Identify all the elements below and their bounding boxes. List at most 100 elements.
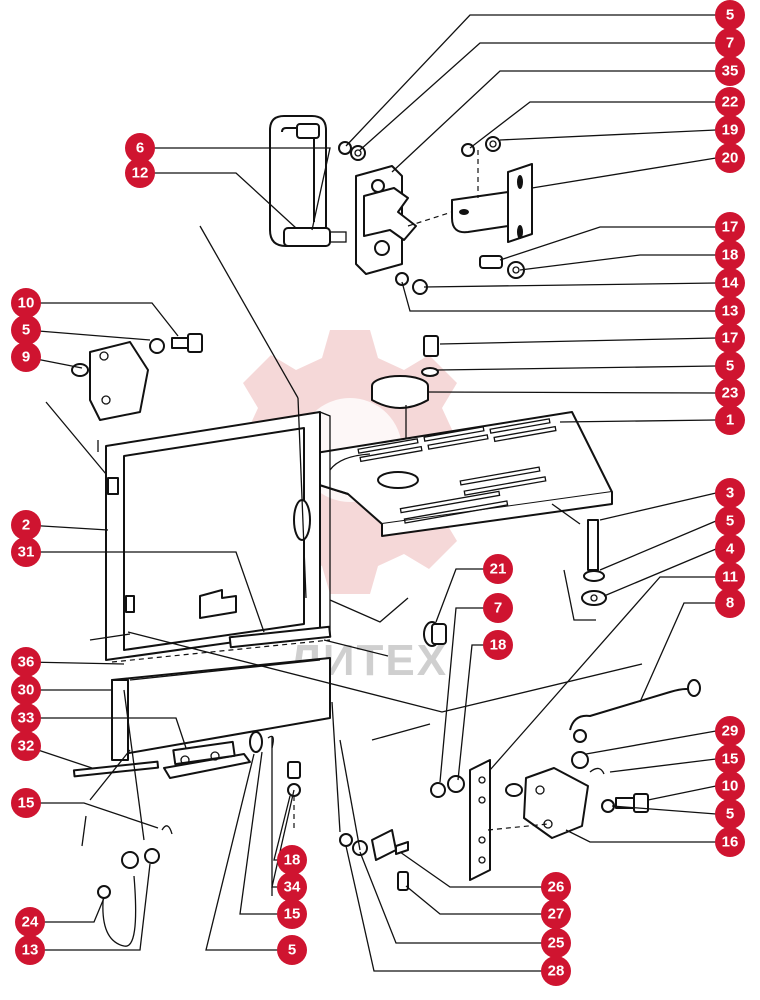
callout-label: 28 — [548, 963, 565, 980]
bracket — [71, 341, 149, 421]
callout: 5 — [715, 351, 745, 381]
callout: 9 — [11, 342, 41, 372]
plug — [423, 621, 447, 647]
callout: 1 — [715, 405, 745, 435]
callout-label: 5 — [726, 7, 734, 24]
construction-lines — [45, 225, 643, 896]
callout: 18 — [483, 630, 513, 660]
callout: 8 — [715, 588, 745, 618]
callout: 7 — [715, 28, 745, 58]
callout: 34 — [277, 872, 307, 902]
callout-label: 36 — [18, 654, 35, 671]
callout-label: 5 — [22, 322, 30, 339]
callout: 25 — [541, 928, 571, 958]
callout-label: 16 — [722, 834, 739, 851]
callout-label: 3 — [726, 485, 734, 502]
callout: 2 — [11, 510, 41, 540]
latch — [355, 165, 453, 275]
callout-label: 32 — [18, 738, 35, 755]
callout: 12 — [125, 158, 155, 188]
callout-label: 17 — [722, 219, 739, 236]
callout-label: 12 — [132, 165, 149, 182]
door-frame — [105, 411, 332, 661]
callout: 5 — [715, 506, 745, 536]
callout-label: 13 — [722, 303, 739, 320]
callout: 3 — [715, 478, 745, 508]
callout-label: 4 — [726, 541, 735, 558]
callout-label: 14 — [722, 275, 739, 292]
callout: 13 — [715, 296, 745, 326]
top-fasteners — [338, 136, 525, 295]
callout-label: 10 — [722, 778, 739, 795]
callout-label: 15 — [284, 906, 301, 923]
callout-label: 27 — [548, 906, 565, 923]
callout-label: 26 — [548, 879, 565, 896]
callout: 5 — [715, 0, 745, 30]
callout-label: 23 — [722, 385, 739, 402]
callout: 15 — [715, 744, 745, 774]
callout: 7 — [483, 593, 513, 623]
clamp-assembly — [339, 829, 409, 891]
callout-label: 22 — [722, 94, 739, 111]
callout-label: 9 — [22, 349, 30, 366]
callout-label: 35 — [722, 63, 739, 80]
callout: 22 — [715, 87, 745, 117]
callout: 31 — [11, 537, 41, 567]
callout: 26 — [541, 872, 571, 902]
callout: 15 — [11, 788, 41, 818]
callout-label: 5 — [726, 358, 734, 375]
callout-label: 24 — [22, 914, 39, 931]
callout-label: 30 — [18, 682, 35, 699]
knob — [371, 335, 439, 470]
callout-label: 31 — [18, 544, 35, 561]
callout: 20 — [715, 143, 745, 173]
callout-label: 1 — [726, 412, 734, 429]
callout: 30 — [11, 675, 41, 705]
callout: 4 — [715, 534, 745, 564]
callout: 21 — [483, 554, 513, 584]
callout-label: 18 — [722, 247, 739, 264]
callout: 32 — [11, 731, 41, 761]
callout: 19 — [715, 115, 745, 145]
hinge-strip — [430, 759, 491, 881]
callout-label: 20 — [722, 150, 739, 167]
callout: 36 — [11, 647, 41, 677]
callout: 13 — [15, 935, 45, 965]
callout: 35 — [715, 56, 745, 86]
hinge-rod — [569, 679, 701, 769]
callout: 5 — [277, 935, 307, 965]
grille-slots — [357, 418, 557, 524]
callout: 18 — [715, 240, 745, 270]
stud-and-nut — [581, 519, 607, 606]
callout: 27 — [541, 899, 571, 929]
callout: 18 — [277, 845, 307, 875]
callout-label: 2 — [22, 517, 30, 534]
callout-label: 7 — [726, 35, 734, 52]
callout-label: 19 — [722, 122, 739, 139]
callout: 33 — [11, 703, 41, 733]
callout-label: 15 — [722, 751, 739, 768]
callout: 28 — [541, 956, 571, 986]
grille-plate — [271, 411, 613, 537]
lower-door-panel — [111, 639, 331, 779]
pins-and-washers-center — [161, 731, 301, 835]
callout-label: 5 — [726, 513, 734, 530]
handle — [269, 115, 347, 247]
callout: 5 — [715, 799, 745, 829]
callout: 24 — [15, 907, 45, 937]
callout-label: 13 — [22, 942, 39, 959]
callout-label: 5 — [288, 942, 296, 959]
bolt-and-washer-left — [149, 333, 203, 354]
callout-label: 7 — [494, 600, 502, 617]
callout: 15 — [277, 899, 307, 929]
bolt-and-washer-right — [589, 767, 649, 813]
callout-label: 18 — [490, 637, 507, 654]
callout-label: 5 — [726, 806, 734, 823]
callout: 10 — [715, 771, 745, 801]
callout-label: 6 — [136, 140, 144, 157]
callout: 11 — [715, 562, 745, 592]
callout: 16 — [715, 827, 745, 857]
callout: 17 — [715, 323, 745, 353]
callout-label: 17 — [722, 330, 739, 347]
